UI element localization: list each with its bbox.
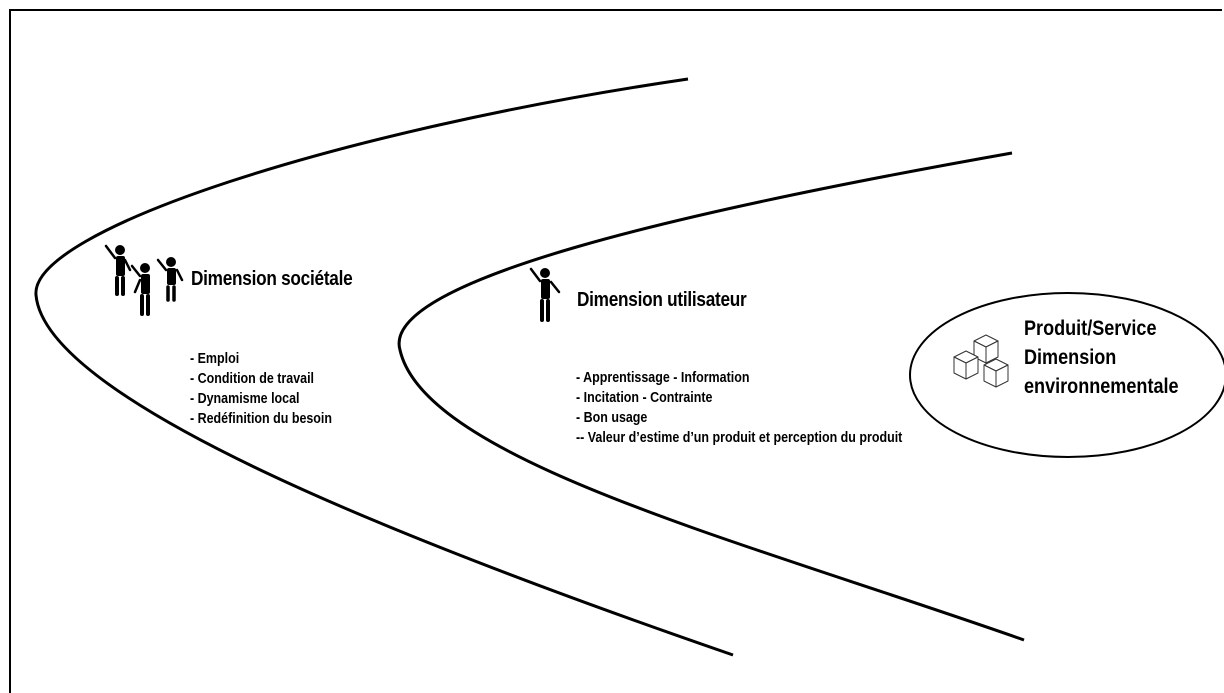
people-group-icon	[104, 244, 184, 316]
user-title: Dimension utilisateur	[577, 289, 747, 311]
list-item: - Incitation - Contrainte	[576, 390, 713, 406]
list-item: - Condition de travail	[190, 371, 315, 387]
user-list: - Apprentissage - Information - Incitati…	[576, 368, 902, 448]
diagram-frame	[9, 9, 1222, 693]
societal-list: - Emploi - Condition de travail - Dynami…	[190, 349, 332, 429]
cubes-icon	[953, 334, 1009, 388]
list-item: -- Valeur d’estime d’un produit et perce…	[576, 430, 903, 446]
product-line: environnementale	[1024, 375, 1179, 398]
list-item: - Bon usage	[576, 410, 648, 426]
product-label: Produit/Service Dimension environnementa…	[1024, 314, 1179, 401]
list-item: - Apprentissage - Information	[576, 370, 750, 386]
person-waving-icon	[529, 267, 561, 322]
list-item: - Redéfinition du besoin	[190, 411, 333, 427]
product-ellipse	[909, 292, 1224, 458]
societal-title: Dimension sociétale	[191, 268, 353, 290]
inner-curve	[397, 151, 1025, 642]
outer-curve	[34, 77, 734, 657]
product-line: Dimension	[1024, 346, 1117, 369]
list-item: - Dynamisme local	[190, 391, 300, 407]
product-line: Produit/Service	[1024, 317, 1157, 340]
list-item: - Emploi	[190, 351, 240, 367]
